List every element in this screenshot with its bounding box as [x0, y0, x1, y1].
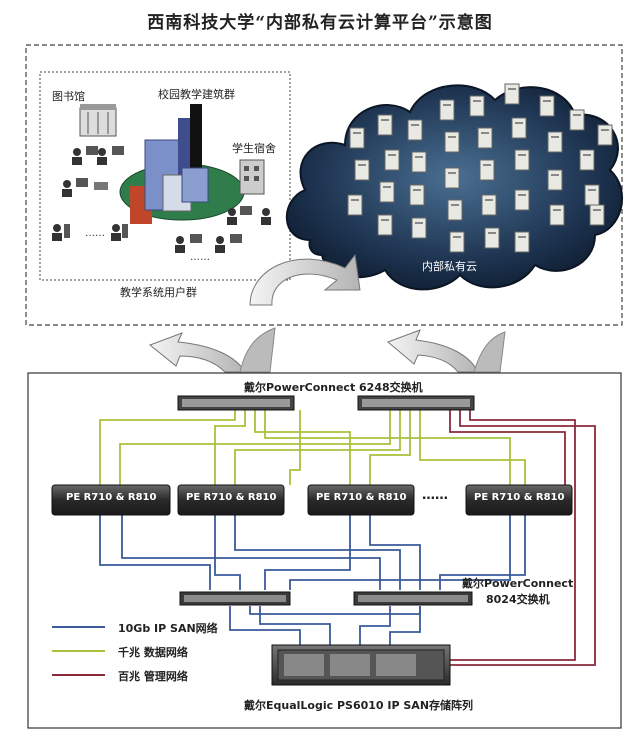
legend-label-mgmt: 百兆 管理网络	[118, 670, 188, 683]
network-cables	[99, 410, 596, 666]
cloud-label: 内部私有云	[422, 260, 477, 273]
cloud-server-icon	[444, 167, 460, 189]
upper-frame	[25, 44, 623, 326]
diagram-title: 西南科技大学“内部私有云计算平台”示意图	[147, 13, 493, 33]
switch-8024-left-icon	[179, 591, 291, 606]
switch-6248-right-icon	[357, 395, 475, 411]
svg-text:……: ……	[190, 252, 210, 263]
cloud-server-icon	[447, 199, 463, 221]
cloud-server-icon	[349, 127, 365, 149]
cloud-server-icon	[579, 149, 595, 171]
server-ellipsis: ……	[422, 488, 448, 503]
curved-arrow-right-1	[239, 327, 276, 373]
cloud-server-icon	[449, 231, 465, 253]
server-icons	[51, 484, 573, 516]
teaching-buildings-label: 校园教学建筑群	[158, 88, 235, 101]
switch-6248-label: 戴尔PowerConnect 6248交换机	[244, 381, 423, 394]
cloud-server-icon	[481, 194, 497, 216]
cloud-server-icon	[439, 99, 455, 121]
cloud-server-icon	[511, 117, 527, 139]
cloud-server-icon	[589, 204, 605, 226]
cloud-server-icon	[514, 231, 530, 253]
san-storage-array-icon	[271, 644, 451, 686]
cloud-server-icon	[569, 109, 585, 131]
switch-8024-label-line2: 8024交换机	[486, 593, 550, 606]
curved-arrow-left	[149, 332, 246, 373]
legend-label-san: 10Gb IP SAN网络	[118, 622, 218, 635]
cloud-server-icon	[484, 227, 500, 249]
server-label-1: PE R710 & R810	[66, 492, 157, 503]
cloud-server-icon	[504, 83, 520, 105]
cloud-server-icon	[514, 189, 530, 211]
campus-frame	[39, 71, 291, 281]
campus-users-icons: …… ……	[52, 146, 271, 263]
cloud-server-icon	[377, 114, 393, 136]
dormitory-building-icon	[239, 159, 265, 195]
cloud-server-icon	[549, 204, 565, 226]
curved-arrow-campus-cloud	[249, 253, 361, 306]
cloud-server-icon	[377, 214, 393, 236]
campus-buildings-illustration	[119, 104, 245, 224]
cloud-server-icon	[547, 131, 563, 153]
server-label-4: PE R710 & R810	[474, 492, 565, 503]
cloud-server-icon	[597, 124, 613, 146]
switch-8024-label-line1: 戴尔PowerConnect	[462, 577, 574, 590]
cloud-server-icon	[479, 159, 495, 181]
legend-label-data: 千兆 数据网络	[118, 646, 188, 659]
cloud-server-icon	[444, 131, 460, 153]
curved-arrow-right-2	[473, 331, 506, 373]
user-group-label: 教学系统用户群	[120, 286, 197, 299]
library-building-icon	[79, 104, 117, 137]
cloud-server-icon	[379, 181, 395, 203]
curved-arrow-center	[387, 329, 479, 373]
storage-label: 戴尔EqualLogic PS6010 IP SAN存储阵列	[244, 699, 474, 712]
cloud-server-icon	[384, 149, 400, 171]
switch-8024-right-icon	[353, 591, 473, 606]
cloud-server-icon	[547, 169, 563, 191]
cloud-server-icon	[584, 184, 600, 206]
cloud-server-icon	[354, 159, 370, 181]
cloud-server-icon	[539, 95, 555, 117]
cloud-server-icon	[411, 217, 427, 239]
cloud-server-icon	[477, 127, 493, 149]
cloud-server-icon	[514, 149, 530, 171]
dormitory-label: 学生宿舍	[232, 142, 276, 155]
svg-text:……: ……	[85, 228, 105, 239]
cloud-server-icon	[469, 95, 485, 117]
server-label-3: PE R710 & R810	[316, 492, 407, 503]
cloud-server-icon	[411, 151, 427, 173]
cloud-server-icon	[407, 119, 423, 141]
cloud-server-icon	[409, 184, 425, 206]
cloud-server-icon	[347, 194, 363, 216]
switch-6248-left-icon	[177, 395, 295, 411]
library-label: 图书馆	[52, 90, 85, 103]
server-label-2: PE R710 & R810	[186, 492, 277, 503]
lower-frame	[27, 372, 622, 729]
cloud-servers	[347, 83, 613, 253]
